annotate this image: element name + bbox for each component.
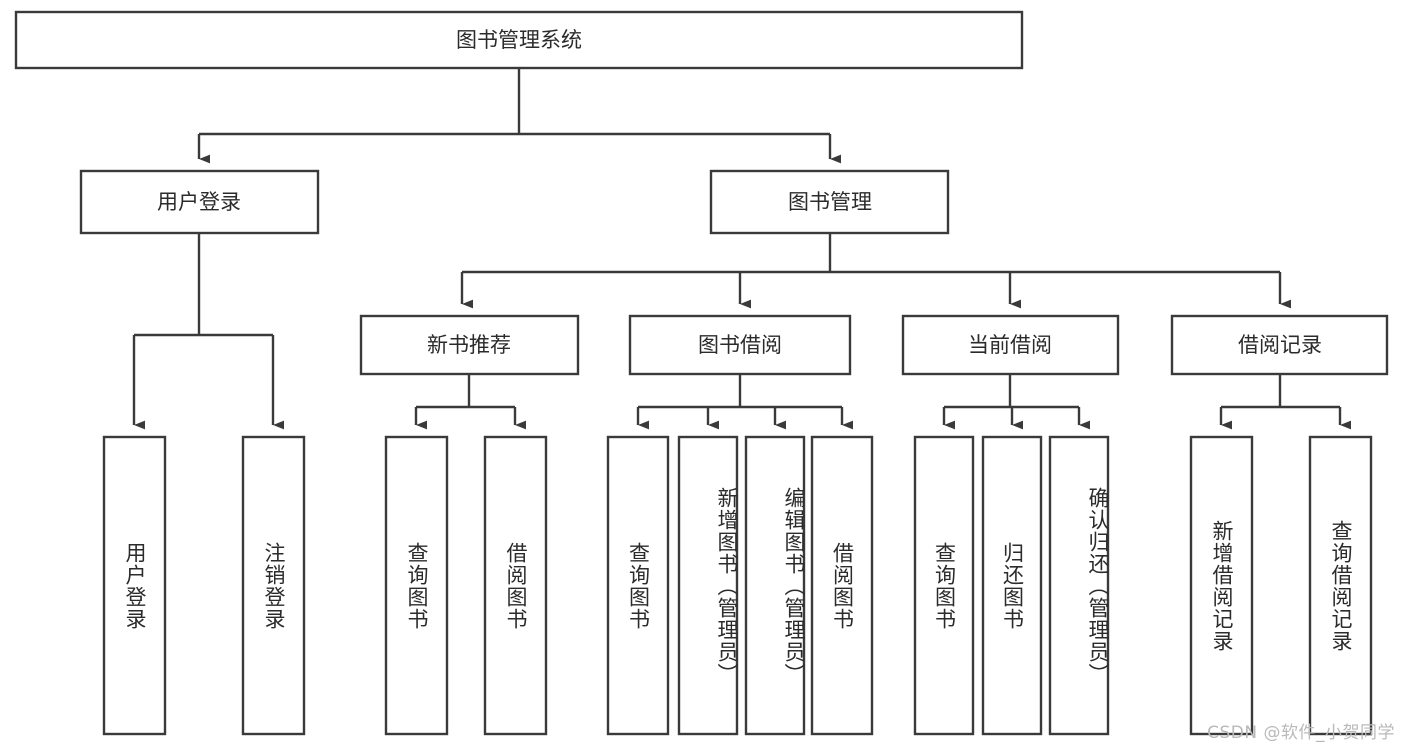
node-root-label: 图书管理系统 (456, 28, 582, 52)
node-book-management-label: 图书管理 (788, 190, 872, 214)
node-borrow-record-box[interactable] (1170, 314, 1389, 376)
leaf-box-borrow-book-rec[interactable] (483, 435, 548, 736)
node-current-borrow[interactable]: 当前借阅 (901, 314, 1120, 376)
node-root-box[interactable] (14, 10, 1024, 70)
node-book-borrow[interactable]: 图书借阅 (628, 314, 852, 376)
leaf-box-edit-book-admin[interactable] (744, 435, 806, 736)
node-borrow-record-label: 借阅记录 (1238, 333, 1322, 357)
leaf-box-return-book[interactable] (981, 435, 1043, 736)
node-new-book-recommend-box[interactable] (359, 314, 580, 376)
node-borrow-record[interactable]: 借阅记录 (1170, 314, 1389, 376)
csdn-watermark: CSDN @软件_小贺同学 (1207, 723, 1395, 743)
node-current-borrow-box[interactable] (901, 314, 1120, 376)
leaf-box-query-book-borrow[interactable] (606, 435, 670, 736)
leaf-box-borrow-book[interactable] (810, 435, 874, 736)
leaf-box-add-borrow-record[interactable] (1189, 435, 1254, 736)
leaf-box-query-borrow-record[interactable] (1308, 435, 1373, 736)
connector-group (132, 68, 1351, 430)
leaf-box-confirm-return-admin[interactable] (1048, 435, 1110, 736)
node-user-login[interactable]: 用户登录 (79, 169, 320, 235)
leaf-box-query-book-rec[interactable] (384, 435, 449, 736)
node-book-management[interactable]: 图书管理 (709, 169, 950, 235)
node-book-borrow-box[interactable] (628, 314, 852, 376)
leaf-box-add-book-admin[interactable] (677, 435, 739, 736)
leaf-box-query-book-current[interactable] (913, 435, 975, 736)
node-user-login-box[interactable] (79, 169, 320, 235)
leaf-box-user-login[interactable] (102, 435, 167, 736)
node-new-book-recommend[interactable]: 新书推荐 (359, 314, 580, 376)
node-book-borrow-label: 图书借阅 (698, 333, 782, 357)
node-user-login-label: 用户登录 (157, 190, 241, 214)
node-new-book-recommend-label: 新书推荐 (427, 333, 511, 357)
node-root[interactable]: 图书管理系统 (14, 10, 1024, 70)
node-current-borrow-label: 当前借阅 (968, 333, 1052, 357)
leaf-box-logout[interactable] (241, 435, 306, 736)
node-book-management-box[interactable] (709, 169, 950, 235)
